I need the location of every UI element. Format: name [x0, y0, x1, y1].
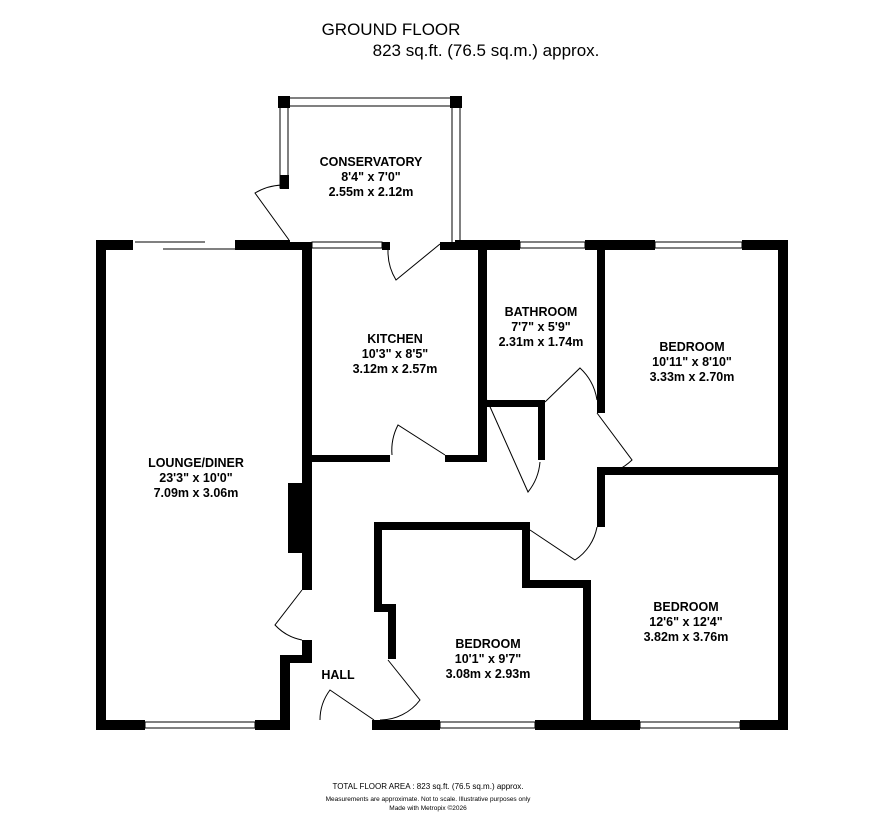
room-size-metric: 3.08m x 2.93m: [446, 667, 531, 681]
room-size-metric: 3.33m x 2.70m: [650, 370, 735, 384]
room-bathroom: BATHROOM 7'7" x 5'9" 2.31m x 1.74m: [499, 305, 584, 349]
room-size-imperial: 10'3" x 8'5": [362, 347, 429, 361]
room-size-metric: 3.12m x 2.57m: [353, 362, 438, 376]
room-size-imperial: 10'1" x 9'7": [455, 652, 522, 666]
room-size-imperial: 8'4" x 7'0": [341, 170, 401, 184]
floor-area: 823 sq.ft. (76.5 sq.m.) approx.: [372, 41, 600, 60]
room-size-metric: 2.55m x 2.12m: [329, 185, 414, 199]
total-floor-area: TOTAL FLOOR AREA : 823 sq.ft. (76.5 sq.m…: [332, 782, 524, 791]
room-size-metric: 7.09m x 3.06m: [154, 486, 239, 500]
room-name: BEDROOM: [455, 637, 520, 651]
disclaimer: Measurements are approximate. Not to sca…: [325, 796, 531, 803]
credit: Made with Metropix ©2026: [389, 805, 467, 812]
doors: [254, 184, 633, 721]
floor-title: GROUND FLOOR: [321, 20, 461, 39]
room-size-imperial: 7'7" x 5'9": [511, 320, 571, 334]
room-bedroom-1: BEDROOM 10'11" x 8'10" 3.33m x 2.70m: [650, 340, 735, 384]
room-name: LOUNGE/DINER: [148, 456, 244, 470]
room-name: BATHROOM: [505, 305, 578, 319]
room-size-imperial: 23'3" x 10'0": [159, 471, 232, 485]
room-size-imperial: 12'6" x 12'4": [649, 615, 722, 629]
room-name: BEDROOM: [653, 600, 718, 614]
room-hall: HALL: [321, 668, 355, 682]
room-conservatory: CONSERVATORY 8'4" x 7'0" 2.55m x 2.12m: [320, 155, 423, 199]
room-name: CONSERVATORY: [320, 155, 423, 169]
room-name: BEDROOM: [659, 340, 724, 354]
room-name: KITCHEN: [367, 332, 423, 346]
room-name: HALL: [321, 668, 355, 682]
room-size-metric: 2.31m x 1.74m: [499, 335, 584, 349]
room-lounge-diner: LOUNGE/DINER 23'3" x 10'0" 7.09m x 3.06m: [148, 456, 244, 500]
walls: [96, 96, 788, 730]
room-bedroom-2: BEDROOM 12'6" x 12'4" 3.82m x 3.76m: [644, 600, 729, 644]
room-bedroom-3: BEDROOM 10'1" x 9'7" 3.08m x 2.93m: [446, 637, 531, 681]
room-size-metric: 3.82m x 3.76m: [644, 630, 729, 644]
room-size-imperial: 10'11" x 8'10": [652, 355, 732, 369]
room-kitchen: KITCHEN 10'3" x 8'5" 3.12m x 2.57m: [353, 332, 438, 376]
